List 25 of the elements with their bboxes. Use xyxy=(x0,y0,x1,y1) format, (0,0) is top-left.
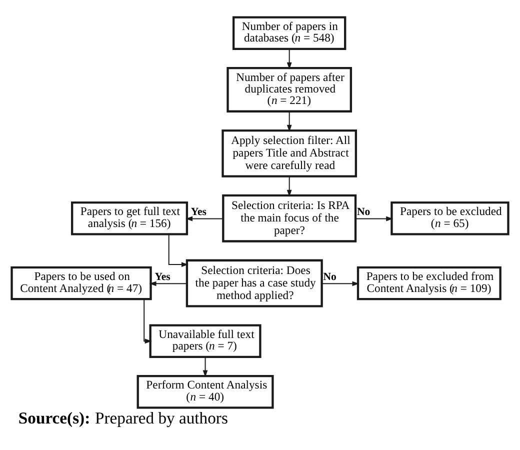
edge-label: Yes xyxy=(154,270,170,283)
node-box: Number of papers after duplicates removed (n = 221) xyxy=(226,67,352,112)
node-box: Selection criteria: Is RPA the main focus of the paper? xyxy=(222,194,357,242)
node-box: Papers to be excluded from Content Analysis (n = 109) xyxy=(356,266,502,300)
node-box: Apply selection filter: All papers Title and Abstract were carefully read xyxy=(222,129,358,178)
node-box: Papers to be excluded (n = 65) xyxy=(390,201,510,236)
edge-label: No xyxy=(323,270,336,283)
arrow xyxy=(286,111,292,132)
caption: Source(s): Prepared by authors xyxy=(18,408,228,428)
edge-label: Yes xyxy=(190,206,206,218)
node-box: Perform Content Analysis (n = 40) xyxy=(136,374,274,409)
arrow xyxy=(355,216,394,222)
arrow xyxy=(144,298,152,344)
arrow xyxy=(286,48,292,70)
arrow xyxy=(149,281,188,286)
node-box: Number of papers in databases (n = 548) xyxy=(232,16,346,50)
arrow xyxy=(286,176,292,197)
arrow xyxy=(321,281,360,286)
arrow xyxy=(202,356,208,378)
arrow xyxy=(186,216,224,222)
node-box: Selection criteria: Does the paper has a case study method applied? xyxy=(186,259,323,308)
edge-label: No xyxy=(356,206,370,218)
node-box: Unavailable full text papers (n = 7) xyxy=(149,324,262,358)
node-box: Papers to get full text analysis (n = 156) xyxy=(71,201,188,236)
arrow xyxy=(168,234,188,267)
